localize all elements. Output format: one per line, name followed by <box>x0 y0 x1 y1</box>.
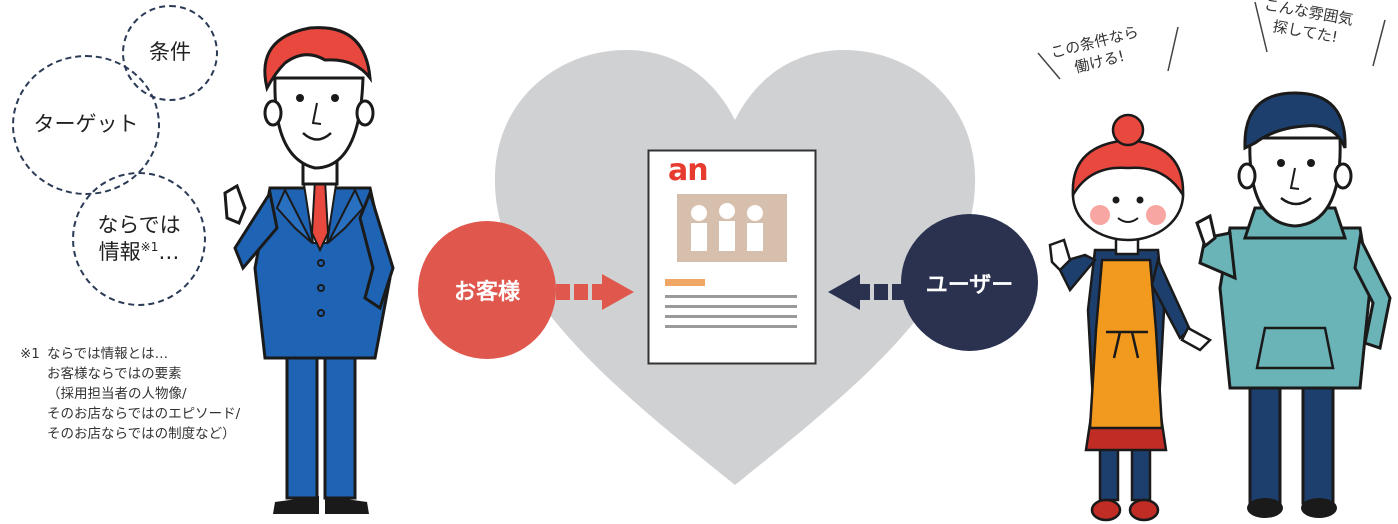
bubble-naradewa-sup: ※1 <box>140 240 159 254</box>
young-man-illustration <box>1195 91 1392 518</box>
job-listing-document <box>647 149 817 365</box>
bubble-joken: 条件 <box>122 5 218 101</box>
customer-label: お客様 <box>453 280 520 305</box>
user-circle: ユーザー <box>901 214 1038 351</box>
document-logo: an <box>668 153 709 188</box>
bubble-target: ターゲット <box>12 55 160 195</box>
bubble-joken-label: 条件 <box>149 40 191 65</box>
bubble-naradewa-line1: ならでは <box>97 212 181 237</box>
bubble-naradewa-line2: 情報 <box>98 240 141 264</box>
bubble-naradewa-tail: … <box>158 240 180 264</box>
footnote-line2: お客様ならではの要素 <box>47 366 182 382</box>
businessman-illustration <box>223 26 395 514</box>
footnote-line1: ならでは情報とは… <box>47 346 169 362</box>
bubble-naradewa: ならでは 情報※1… <box>72 172 206 306</box>
footnote-line4: そのお店ならではのエピソード/ <box>47 406 241 422</box>
woman-illustration <box>1048 113 1213 522</box>
user-label: ユーザー <box>925 272 1014 298</box>
footnote-line5: そのお店ならではの制度など） <box>47 426 236 442</box>
man-speech-lines <box>1254 1 1386 67</box>
user-arrow-icon <box>828 274 904 310</box>
customer-arrow-icon <box>556 274 634 310</box>
footnote: ※1 ならでは情報とは… お客様ならではの要素 （採用担当者の人物像/ そのお店な… <box>20 344 240 444</box>
bubble-target-label: ターゲット <box>33 112 139 137</box>
footnote-line3: （採用担当者の人物像/ <box>47 386 187 402</box>
footnote-mark: ※1 <box>20 346 40 362</box>
customer-circle: お客様 <box>418 221 556 359</box>
woman-speech-lines <box>1037 26 1179 80</box>
